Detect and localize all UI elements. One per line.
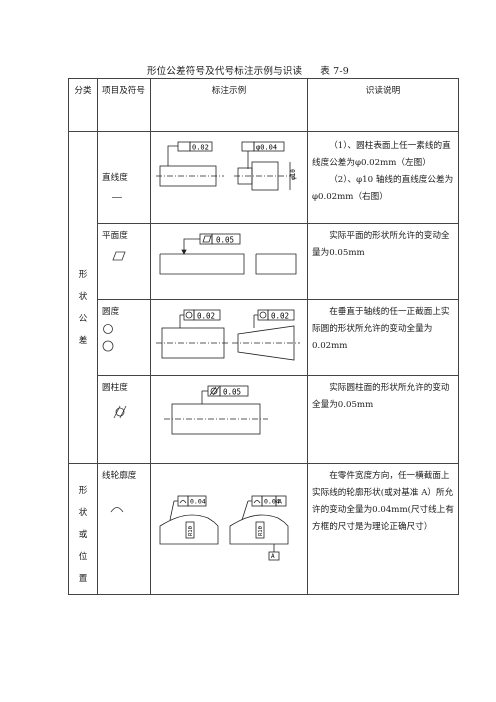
example-cell: 0.02 φ0.04 φ10 xyxy=(150,131,308,224)
line-profile-drawing: 0.04 0.04 A R10 R10 A xyxy=(159,495,289,561)
item-name: 直线度 xyxy=(102,173,128,183)
tol-value: 0.05 xyxy=(223,388,241,397)
table-number: 表 7-9 xyxy=(320,66,350,77)
header-row: 分类 项目及符号 标注示例 识读说明 xyxy=(68,78,459,132)
item-cell: 圆度 xyxy=(97,299,151,376)
tol-value-right: φ0.04 xyxy=(256,144,277,152)
explanation-cell: 实际平面的形状所允许的变动全量为0.05mm xyxy=(307,223,459,300)
item-name: 线轮廓度 xyxy=(102,471,137,481)
tolerance-table: 分类 项目及符号 标注示例 识读说明 形状公差 直线度 xyxy=(68,78,459,595)
item-cell: 直线度 xyxy=(97,131,151,224)
datum-box-letter: A xyxy=(271,553,275,560)
table-row: 圆柱度 0.05 实际圆柱面的形状所允许的变动全量为0.05mm xyxy=(69,375,459,464)
cylindricity-icon xyxy=(113,405,127,419)
tol-value: 0.05 xyxy=(216,236,234,245)
tol-value-right: 0.04 xyxy=(264,498,280,506)
dim-left: R10 xyxy=(188,526,194,536)
roundness-icon xyxy=(102,324,114,352)
cylindricity-drawing: 0.05 xyxy=(164,385,268,435)
flatness-icon xyxy=(112,251,126,261)
desc-line-1: 在零件宽度方向，任一横截面上实际线的轮廓形状(或对基准 A）所允许的变动全量为0… xyxy=(312,471,454,532)
dim-value: φ10 xyxy=(290,169,297,180)
example-cell: 0.04 0.04 A R10 R10 A xyxy=(150,463,308,595)
desc-line-1: 实际圆柱面的形状所允许的变动全量为0.05mm xyxy=(312,383,450,410)
item-cell: 线轮廓度 xyxy=(97,463,151,595)
line-profile-icon xyxy=(110,507,124,513)
straightness-drawing: 0.02 φ0.04 φ10 xyxy=(156,141,297,191)
explanation-cell: （1）、圆柱表面上任一素线的直线度公差为φ0.02mm（左图） （2）、φ10 … xyxy=(307,131,459,224)
group-form-or-position: 形状或位置 xyxy=(68,463,98,595)
desc-line-2: （2）、φ10 轴线的直线度公差为φ0.02mm（右图） xyxy=(312,175,454,202)
item-cell: 平面度 xyxy=(97,223,151,300)
table-row: 圆度 0.02 0. xyxy=(69,299,459,376)
header-category: 分类 xyxy=(68,78,98,132)
table-row: 平面度 0.05 实际平面的形状所允许的变动全量为0.05mm xyxy=(69,223,459,300)
tol-value-left: 0.02 xyxy=(192,144,209,152)
header-item: 项目及符号 xyxy=(97,78,151,132)
desc-line-1: 实际平面的形状所允许的变动全量为0.05mm xyxy=(312,231,450,258)
tol-value-right: 0.02 xyxy=(271,312,289,321)
item-name: 平面度 xyxy=(102,231,128,241)
straightness-icon xyxy=(112,197,122,198)
header-explanation: 识读说明 xyxy=(307,78,459,132)
roundness-drawing: 0.02 0.02 xyxy=(156,309,300,361)
explanation-cell: 实际圆柱面的形状所允许的变动全量为0.05mm xyxy=(307,375,459,464)
table-title: 形位公差符号及代号标注示例与识读 表 7-9 xyxy=(0,63,496,77)
table-row: 形状公差 直线度 0.02 φ0.04 φ10 xyxy=(68,131,459,464)
datum-letter: A xyxy=(278,498,282,506)
title-text: 形位公差符号及代号标注示例与识读 xyxy=(146,66,303,77)
item-name: 圆度 xyxy=(102,307,120,317)
item-name: 圆柱度 xyxy=(102,383,128,393)
header-example: 标注示例 xyxy=(150,78,308,132)
example-cell: 0.05 xyxy=(150,223,308,300)
tol-value-left: 0.04 xyxy=(190,498,206,506)
example-cell: 0.05 xyxy=(150,375,308,464)
explanation-cell: 在垂直于轴线的任一正截面上实际圆的形状所允许的变动全量为0.02mm xyxy=(307,299,459,376)
tol-value-left: 0.02 xyxy=(197,312,215,321)
explanation-cell: 在零件宽度方向，任一横截面上实际线的轮廓形状(或对基准 A）所允许的变动全量为0… xyxy=(307,463,459,595)
dim-right: R10 xyxy=(258,526,264,536)
group-form: 形状公差 xyxy=(68,131,98,464)
flatness-drawing: 0.05 xyxy=(159,233,297,275)
item-cell: 圆柱度 xyxy=(97,375,151,464)
example-cell: 0.02 0.02 xyxy=(150,299,308,376)
desc-line-1: （1）、圆柱表面上任一素线的直线度公差为φ0.02mm（左图） xyxy=(312,141,451,168)
table-row: 形状或位置 线轮廓度 xyxy=(68,463,459,595)
desc-line-1: 在垂直于轴线的任一正截面上实际圆的形状所允许的变动全量为0.02mm xyxy=(312,307,450,351)
